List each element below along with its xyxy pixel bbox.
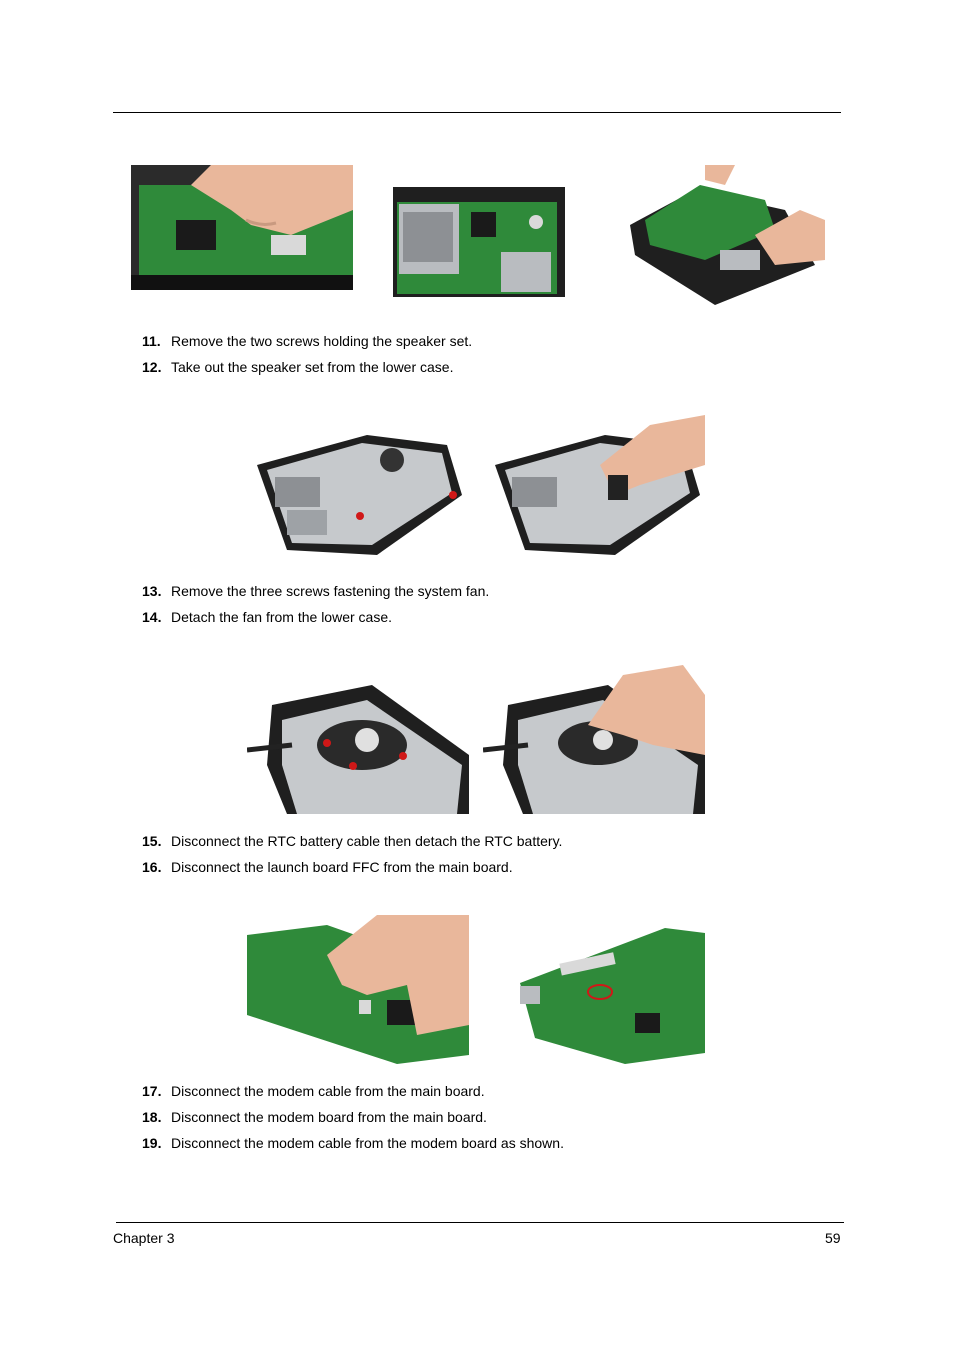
step-text: Take out the speaker set from the lower … [171,359,454,375]
header-rule [113,112,841,113]
step-text: Remove the three screws fastening the sy… [171,583,490,599]
photo-mainboard-top [391,182,567,299]
photo-lift-mainboard [625,165,825,313]
photo-rtc-battery [247,915,469,1064]
footer-chapter: Chapter 3 [113,1230,175,1246]
step-13: 13. Remove the three screws fastening the… [142,583,489,599]
photo-fan-screws [247,665,469,814]
step-number: 19. [142,1135,162,1151]
step-14: 14. Detach the fan from the lower case. [142,609,392,625]
photo-launch-board-ffc [515,928,705,1064]
photo-remove-speaker [490,415,705,564]
photo-speaker-screws [247,415,469,564]
step-number: 16. [142,859,162,875]
footer-page-number: 59 [825,1230,841,1246]
step-19: 19. Disconnect the modem cable from the m… [142,1135,564,1151]
step-17: 17. Disconnect the modem cable from the m… [142,1083,485,1099]
step-15: 15. Disconnect the RTC battery cable then… [142,833,562,849]
step-number: 18. [142,1109,162,1125]
step-18: 18. Disconnect the modem board from the m… [142,1109,487,1125]
step-number: 14. [142,609,162,625]
photo-detach-fan [483,665,705,814]
step-text: Detach the fan from the lower case. [171,609,392,625]
step-text: Disconnect the modem cable from the main… [171,1083,485,1099]
step-text: Remove the two screws holding the speake… [171,333,473,349]
step-11: 11. Remove the two screws holding the spe… [142,333,472,349]
step-number: 11. [142,333,161,349]
step-number: 12. [142,359,162,375]
step-text: Disconnect the modem board from the main… [171,1109,487,1125]
step-number: 17. [142,1083,162,1099]
step-number: 13. [142,583,162,599]
step-16: 16. Disconnect the launch board FFC from … [142,859,513,875]
step-text: Disconnect the launch board FFC from the… [171,859,513,875]
footer-rule [116,1222,844,1223]
step-number: 15. [142,833,162,849]
step-text: Disconnect the modem cable from the mode… [171,1135,564,1151]
photo-disconnect-cable [131,165,353,290]
step-12: 12. Take out the speaker set from the low… [142,359,453,375]
step-text: Disconnect the RTC battery cable then de… [171,833,563,849]
